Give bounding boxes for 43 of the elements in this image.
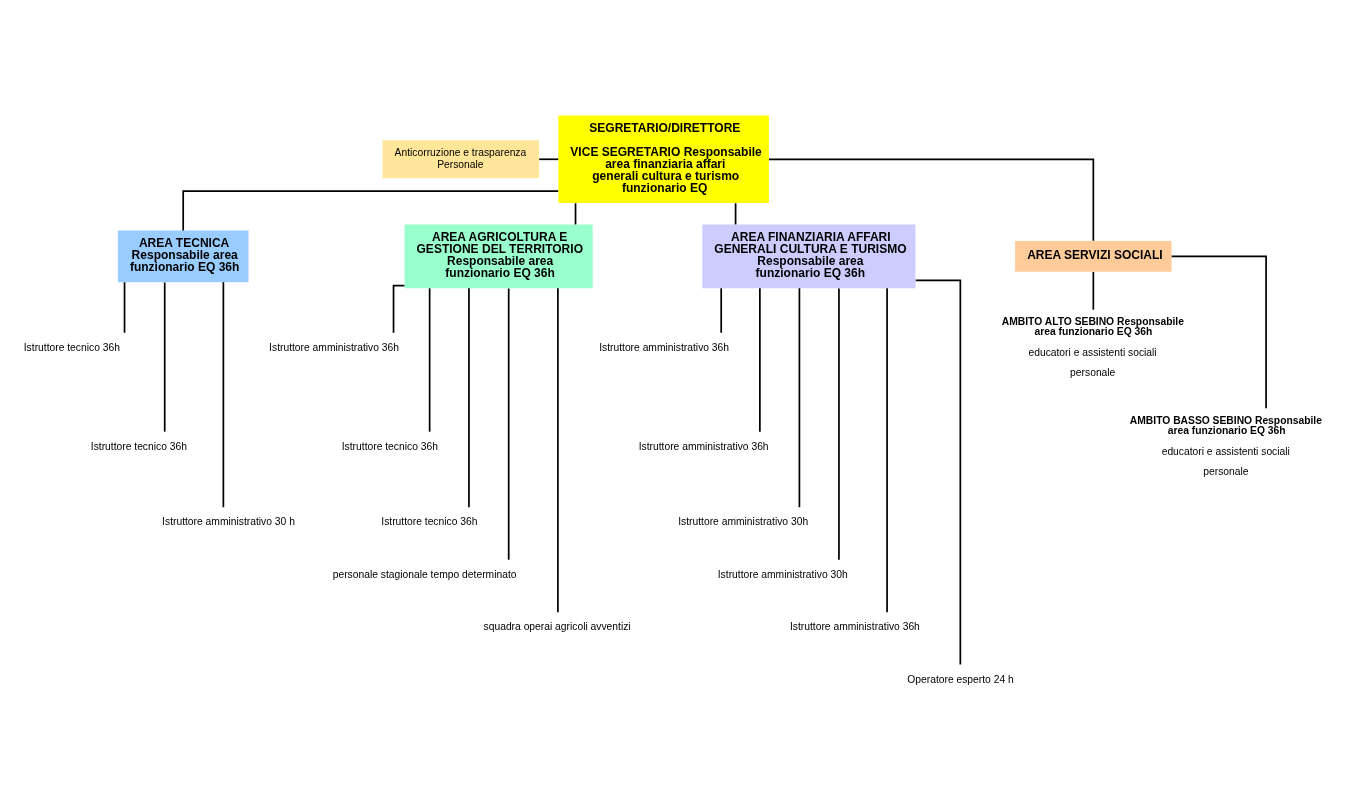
node-text: Istruttore tecnico 36h <box>341 440 438 452</box>
node-text: personale stagionale tempo determinato <box>332 568 517 580</box>
node-box: SEGRETARIO/DIRETTORE VICE SEGRETARIO Responsabile area finanziaria affari generali cultura e turismo funzionario EQ <box>558 115 769 204</box>
node-text: Istruttore amministrativo 36h <box>269 342 400 354</box>
node-text: AMBITO BASSO SEBINO Responsabile area funzionario EQ 36h educatori e assistenti sociali personale <box>1129 414 1322 478</box>
node-text: Istruttore tecnico 36h <box>381 516 478 528</box>
connector <box>163 281 166 433</box>
connector <box>182 190 560 232</box>
connector <box>222 281 225 509</box>
node-text: Istruttore tecnico 36h <box>23 342 120 354</box>
connector <box>468 287 470 509</box>
connector <box>1170 255 1267 410</box>
node-text: Istruttore amministrativo 36h <box>638 440 769 452</box>
connector <box>123 281 126 334</box>
connector <box>838 287 840 561</box>
connector <box>538 158 560 161</box>
node-text: Istruttore amministrativo 36h <box>599 342 730 354</box>
node-box: AREA FINANZIARIA AFFARI GENERALI CULTURA E TURISMO Responsabile area funzionario EQ 36h <box>702 224 916 289</box>
node-text: Operatore esperto 24 h <box>907 673 1014 685</box>
node-box: Anticorruzione e trasparenza Personale <box>382 140 539 179</box>
connector <box>798 287 801 509</box>
connector <box>574 202 577 226</box>
connector <box>1092 271 1095 311</box>
connector <box>886 287 888 613</box>
node-box: AREA SERVIZI SOCIALI <box>1015 240 1172 272</box>
connector <box>914 279 962 666</box>
node-text: Istruttore tecnico 36h <box>90 440 187 452</box>
connector <box>734 202 737 226</box>
connector <box>428 287 431 433</box>
connector <box>768 158 1095 242</box>
connector <box>759 287 761 433</box>
node-text: squadra operai agricoli avventizi <box>483 621 631 633</box>
node-box: AREA AGRICOLTURA E GESTIONE DEL TERRITORIO Responsabile area funzionario EQ 36h <box>404 224 593 289</box>
node-text: Istruttore amministrativo 30 h <box>162 516 295 528</box>
node-text: Istruttore amministrativo 30h <box>717 568 848 580</box>
node-text: Istruttore amministrativo 36h <box>789 621 920 633</box>
node-text: Istruttore amministrativo 30h <box>678 516 809 528</box>
connector <box>557 287 559 613</box>
node-text: AMBITO ALTO SEBINO Responsabile area funzionario EQ 36h educatori e assistenti sociali personale <box>1001 315 1184 379</box>
connector <box>720 287 723 334</box>
connector <box>507 287 510 561</box>
node-box: AREA TECNICA Responsabile area funzionario EQ 36h <box>117 230 249 283</box>
connector <box>392 284 406 334</box>
